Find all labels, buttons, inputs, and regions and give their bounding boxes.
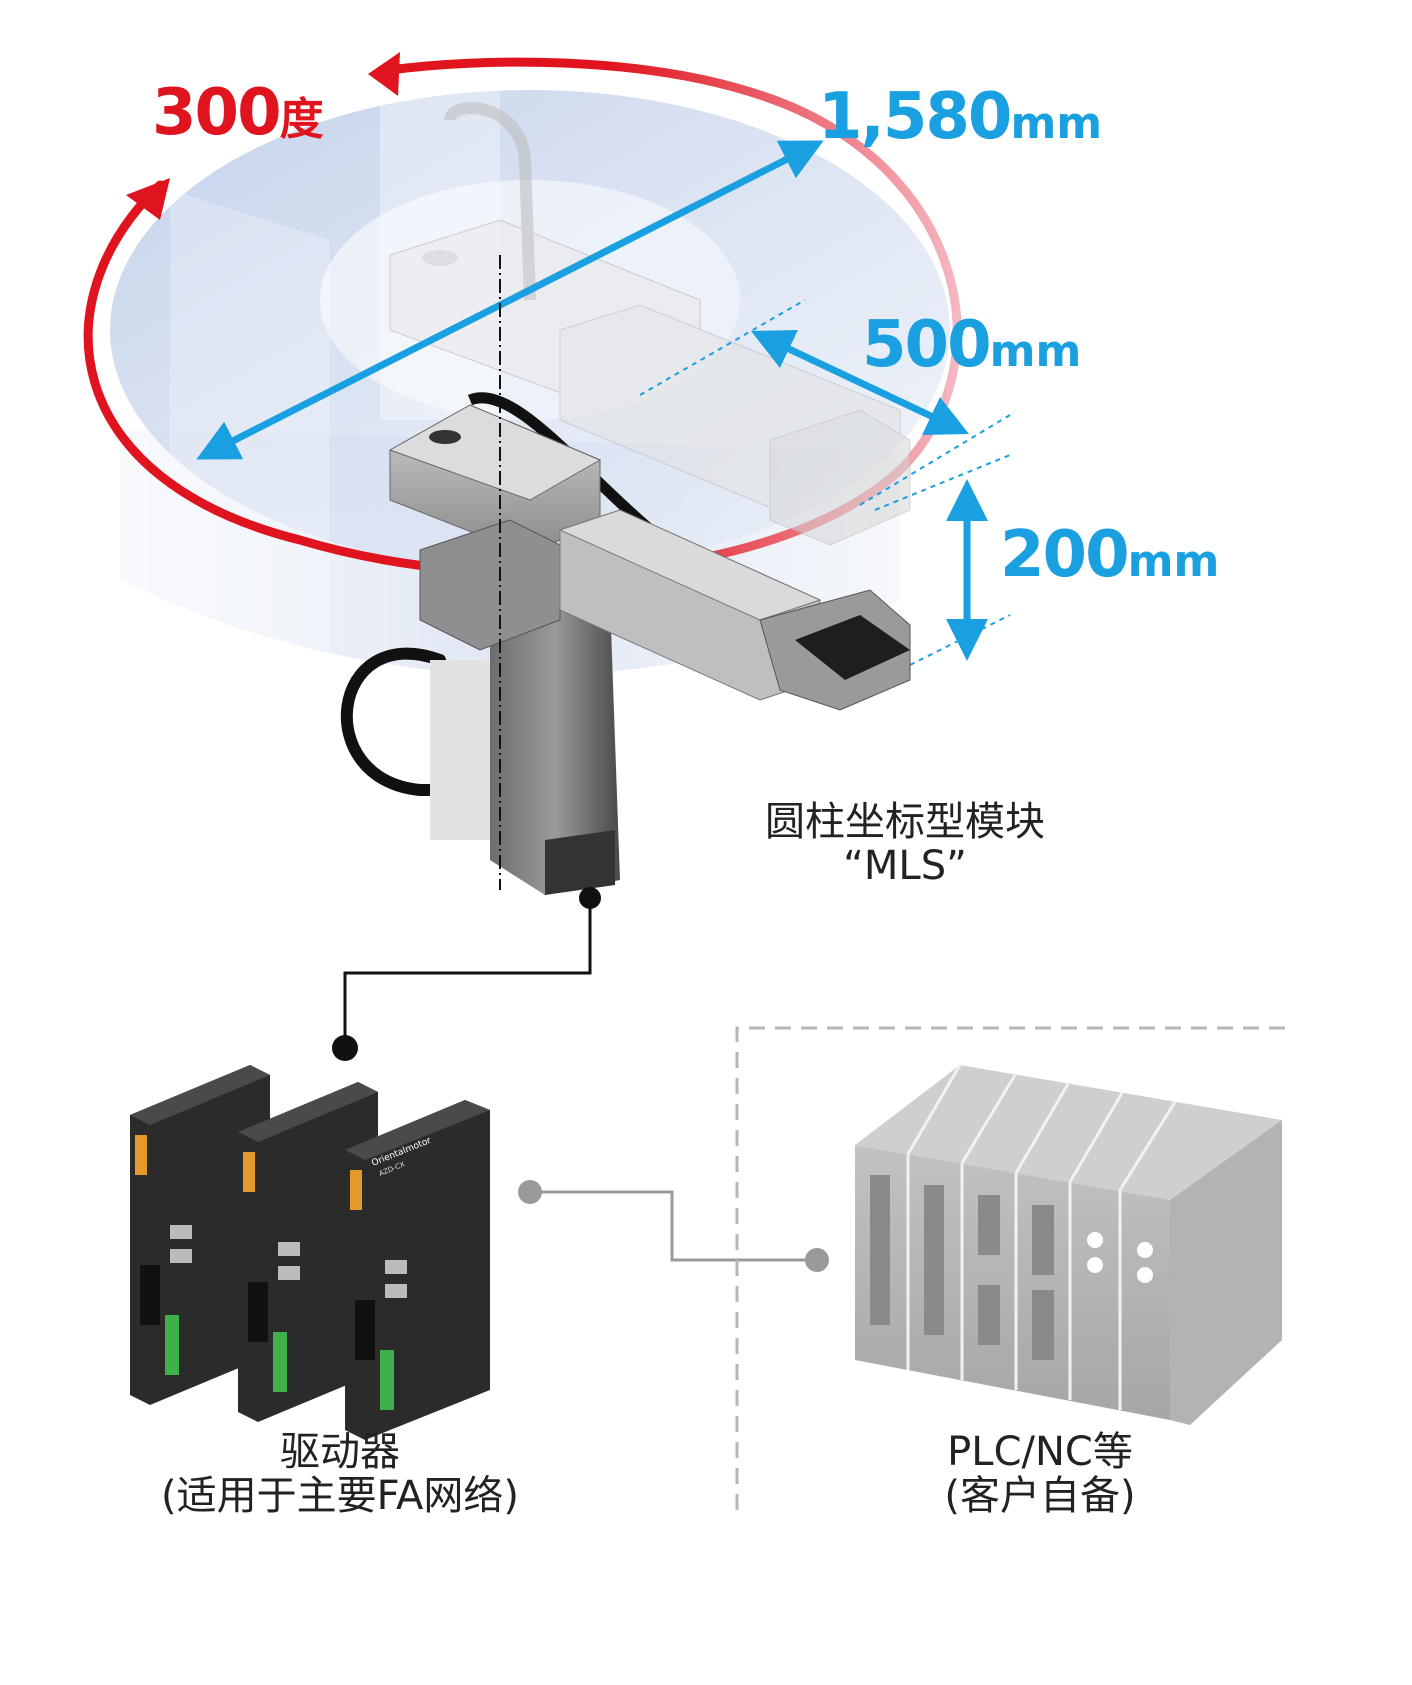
driver-unit-2 (238, 1082, 378, 1422)
driver-unit-1 (130, 1065, 270, 1405)
reach-arrow (196, 140, 824, 460)
robot-caption: 圆柱坐标型模块 “MLS” (745, 800, 1065, 888)
plc-caption-line2: (客户自备) (944, 1473, 1136, 1519)
drivers-group: Orientalmotor AZD-CX (130, 1065, 490, 1440)
robot-caption-line2: “MLS” (843, 843, 967, 889)
reach-value: 1,580 (818, 80, 1012, 154)
drivers-caption: 驱动器 (适用于主要FA网络) (100, 1430, 580, 1518)
driver-unit-3: Orientalmotor AZD-CX (345, 1100, 490, 1440)
robot-caption-line1: 圆柱坐标型模块 (765, 799, 1045, 845)
arm-stroke-arrow (639, 299, 1011, 506)
vertical-stroke-label: 200mm (1000, 518, 1219, 592)
vertical-stroke-value: 200 (1000, 518, 1130, 592)
plc-caption: PLC/NC等 (客户自备) (880, 1430, 1200, 1518)
drivers-caption-line2: (适用于主要FA网络) (161, 1473, 519, 1519)
customer-area-boundary (735, 1026, 1290, 1510)
rotation-label: 300度 (152, 76, 324, 150)
arm-stroke-value: 500 (862, 308, 992, 382)
vertical-stroke-arrow (874, 454, 1011, 666)
plc-unit (855, 1064, 1282, 1425)
plc-caption-line1: PLC/NC等 (947, 1429, 1133, 1475)
robot-driver-cable (332, 887, 601, 1061)
vertical-stroke-unit: mm (1127, 536, 1220, 587)
network-link (518, 1180, 829, 1272)
arm-stroke-unit: mm (989, 326, 1082, 377)
rotation-value: 300 (152, 76, 282, 150)
rotation-unit: 度 (279, 94, 324, 145)
reach-unit: mm (1010, 98, 1103, 149)
drivers-caption-line1: 驱动器 (280, 1429, 400, 1475)
reach-label: 1,580mm (818, 80, 1102, 154)
arm-stroke-label: 500mm (862, 308, 1081, 382)
robot-mls (340, 255, 911, 895)
